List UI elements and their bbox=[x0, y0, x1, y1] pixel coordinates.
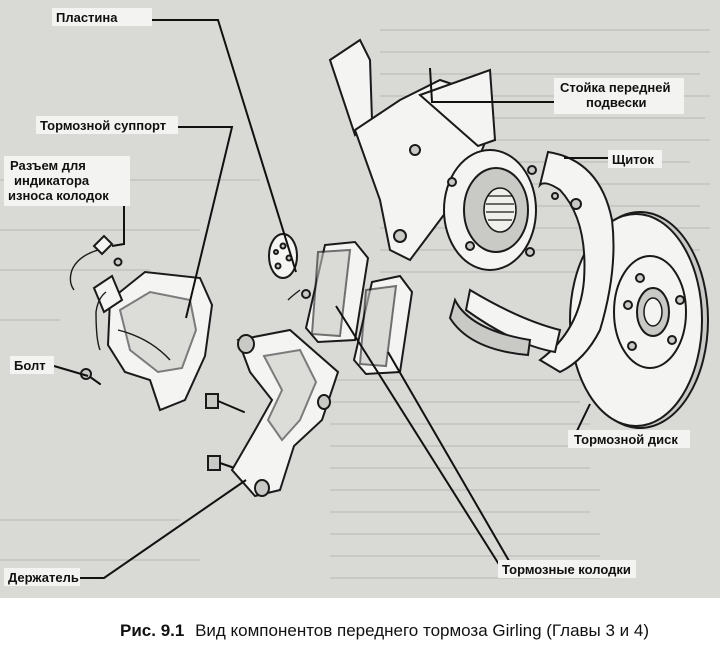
label-bolt: Болт bbox=[14, 358, 46, 373]
anti-rattle-plate bbox=[268, 233, 298, 279]
figure-caption: Рис. 9.1 Вид компонентов переднего тормо… bbox=[0, 598, 720, 663]
leader-lines bbox=[53, 19, 610, 579]
labels: Пластина Тормозной суппорт Разъем для ин… bbox=[4, 8, 690, 586]
label-pads: Тормозные колодки bbox=[502, 562, 631, 577]
label-holder: Держатель bbox=[8, 570, 79, 585]
caliper-carrier bbox=[230, 328, 340, 498]
label-disc: Тормозной диск bbox=[574, 432, 678, 447]
carrier-bolt-upper bbox=[205, 393, 245, 413]
label-caliper: Тормозной суппорт bbox=[40, 118, 166, 133]
label-plate: Пластина bbox=[56, 10, 118, 25]
label-connector-line2: индикатора bbox=[14, 173, 90, 188]
caption-prefix: Рис. 9.1 bbox=[120, 621, 184, 640]
brake-caliper bbox=[92, 270, 214, 412]
wear-indicator-connector bbox=[69, 234, 123, 291]
label-strut-line1: Стойка передней bbox=[560, 80, 670, 95]
caption-text: Вид компонентов переднего тормоза Girlin… bbox=[195, 621, 649, 640]
label-connector-line1: Разъем для bbox=[10, 158, 86, 173]
label-connector-line3: износа колодок bbox=[8, 188, 109, 203]
svg-text:Рис. 9.1 Вид компонентов: Рис. 9.1 Вид компонентов переднего тормо… bbox=[120, 621, 649, 640]
splash-shield bbox=[448, 150, 615, 374]
suspension-strut bbox=[328, 38, 537, 271]
label-shield: Щиток bbox=[612, 152, 654, 167]
label-strut-line2: подвески bbox=[586, 95, 646, 110]
